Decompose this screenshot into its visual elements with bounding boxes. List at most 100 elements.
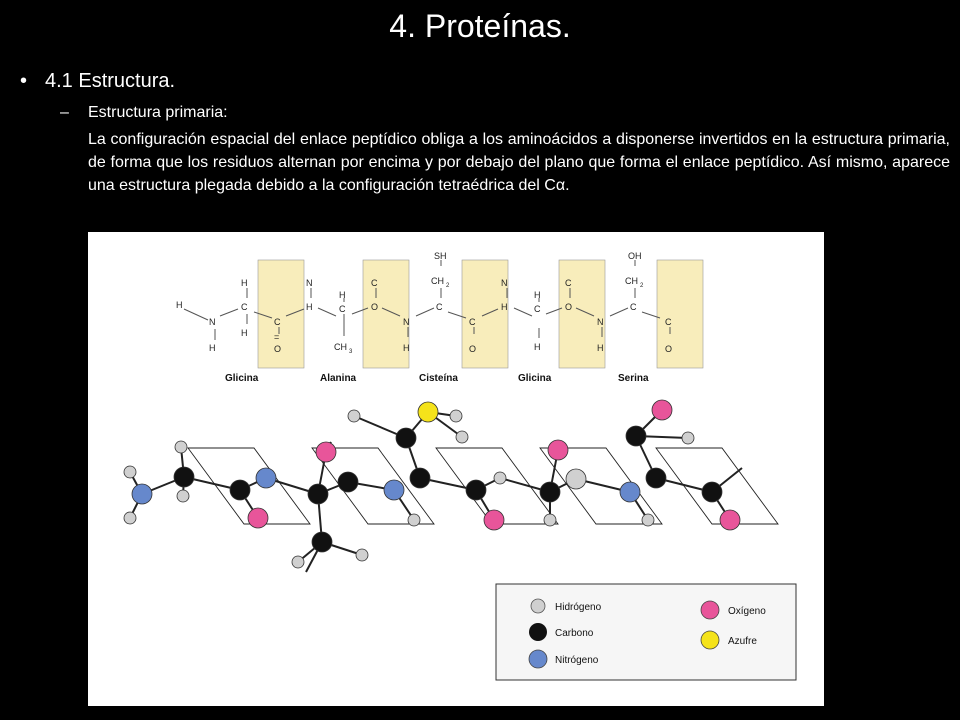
nitrogen-atom [383,479,405,501]
hydrogen-atom [449,409,463,423]
highlight-band [461,259,509,369]
svg-text:CH: CH [625,276,638,286]
atoms [123,399,741,569]
residue-label: Glicina [225,373,259,384]
dash-marker: – [60,104,69,121]
carbon-atom [229,479,251,501]
svg-text:C: C [630,302,637,312]
svg-text:2: 2 [446,283,450,289]
legend-swatch-hydrogen [530,598,546,614]
hydrogen-atom [176,489,190,503]
svg-text:N: N [597,317,604,327]
formula-bonds [183,260,671,340]
svg-text:N: N [501,278,508,288]
body-paragraph: La configuración espacial del enlace pep… [88,131,950,194]
svg-text:H: H [597,343,604,353]
hydrogen-atom [565,468,587,490]
svg-text:H: H [534,342,541,352]
svg-text:C: C [534,304,541,314]
legend-label: Oxígeno [728,606,766,617]
svg-text:SH: SH [434,251,447,261]
svg-text:3: 3 [349,349,353,355]
legend-swatch-nitrogen [528,649,548,669]
svg-text:H: H [241,278,248,288]
svg-text:C: C [274,317,281,327]
hydrogen-atom [291,555,305,569]
svg-text:N: N [209,317,216,327]
oxygen-atom [719,509,741,531]
svg-text:CH: CH [431,276,444,286]
hydrogen-atom [123,465,137,479]
carbon-atom [539,481,561,503]
bullet-text: 4.1 Estructura. [45,70,176,92]
sulfur-atom [417,401,439,423]
legend-label: Hidrógeno [555,602,602,613]
svg-text:2: 2 [640,283,644,289]
svg-text:O: O [469,344,476,354]
hydrogen-atom [174,440,188,454]
svg-text:N: N [306,278,313,288]
hydrogen-atom [355,548,369,562]
svg-text:C: C [565,278,572,288]
svg-text:O: O [371,302,378,312]
hydrogen-atom [493,471,507,485]
legend-label: Azufre [728,636,757,647]
svg-text:H: H [209,343,216,353]
hydrogen-atom [543,513,557,527]
svg-text:C: C [339,304,346,314]
highlight-band [257,259,305,369]
svg-text:N: N [403,317,410,327]
carbon-atom [625,425,647,447]
svg-text:CH: CH [334,342,347,352]
svg-text:C: C [241,302,248,312]
legend-swatch-sulfur [700,630,720,650]
ball-stick-bonds [129,409,743,573]
highlight-band [558,259,606,369]
carbon-atom [645,467,667,489]
slide-title: 4. Proteínas. [389,8,571,44]
oxygen-atom [483,509,505,531]
svg-text:H: H [403,343,410,353]
legend-swatch-carbon [529,623,547,641]
svg-text:H: H [241,328,248,338]
svg-text:OH: OH [628,251,642,261]
svg-text:H: H [534,290,541,300]
carbon-atom [395,427,417,449]
svg-text:O: O [274,344,281,354]
peptide-bond-highlights [257,259,704,369]
svg-text:H: H [176,300,183,310]
oxygen-atom [547,439,569,461]
svg-text:H: H [306,302,313,312]
legend-label: Nitrógeno [555,655,599,666]
residue-label: Cisteína [419,373,458,384]
svg-text:O: O [565,302,572,312]
oxygen-atom [651,399,673,421]
carbon-atom [465,479,487,501]
svg-text:C: C [436,302,443,312]
svg-text:=: = [274,332,279,342]
oxygen-atom [315,441,337,463]
carbon-atom [337,471,359,493]
carbon-atom [173,466,195,488]
nitrogen-atom [255,467,277,489]
carbon-atom [409,467,431,489]
svg-text:C: C [665,317,672,327]
carbon-atom [311,531,333,553]
nitrogen-atom [619,481,641,503]
svg-text:O: O [665,344,672,354]
hydrogen-atom [407,513,421,527]
hydrogen-atom [641,513,655,527]
hydrogen-atom [455,430,469,444]
legend: Hidrógeno Carbono Nitrógeno Oxígeno Azuf… [495,583,797,681]
bullet-marker: • [20,70,28,92]
carbon-atom [307,483,329,505]
svg-text:C: C [469,317,476,327]
residue-label: Serina [618,373,649,384]
carbon-atom [701,481,723,503]
hydrogen-atom [347,409,361,423]
hydrogen-atom [681,431,695,445]
residue-label: Glicina [518,373,552,384]
